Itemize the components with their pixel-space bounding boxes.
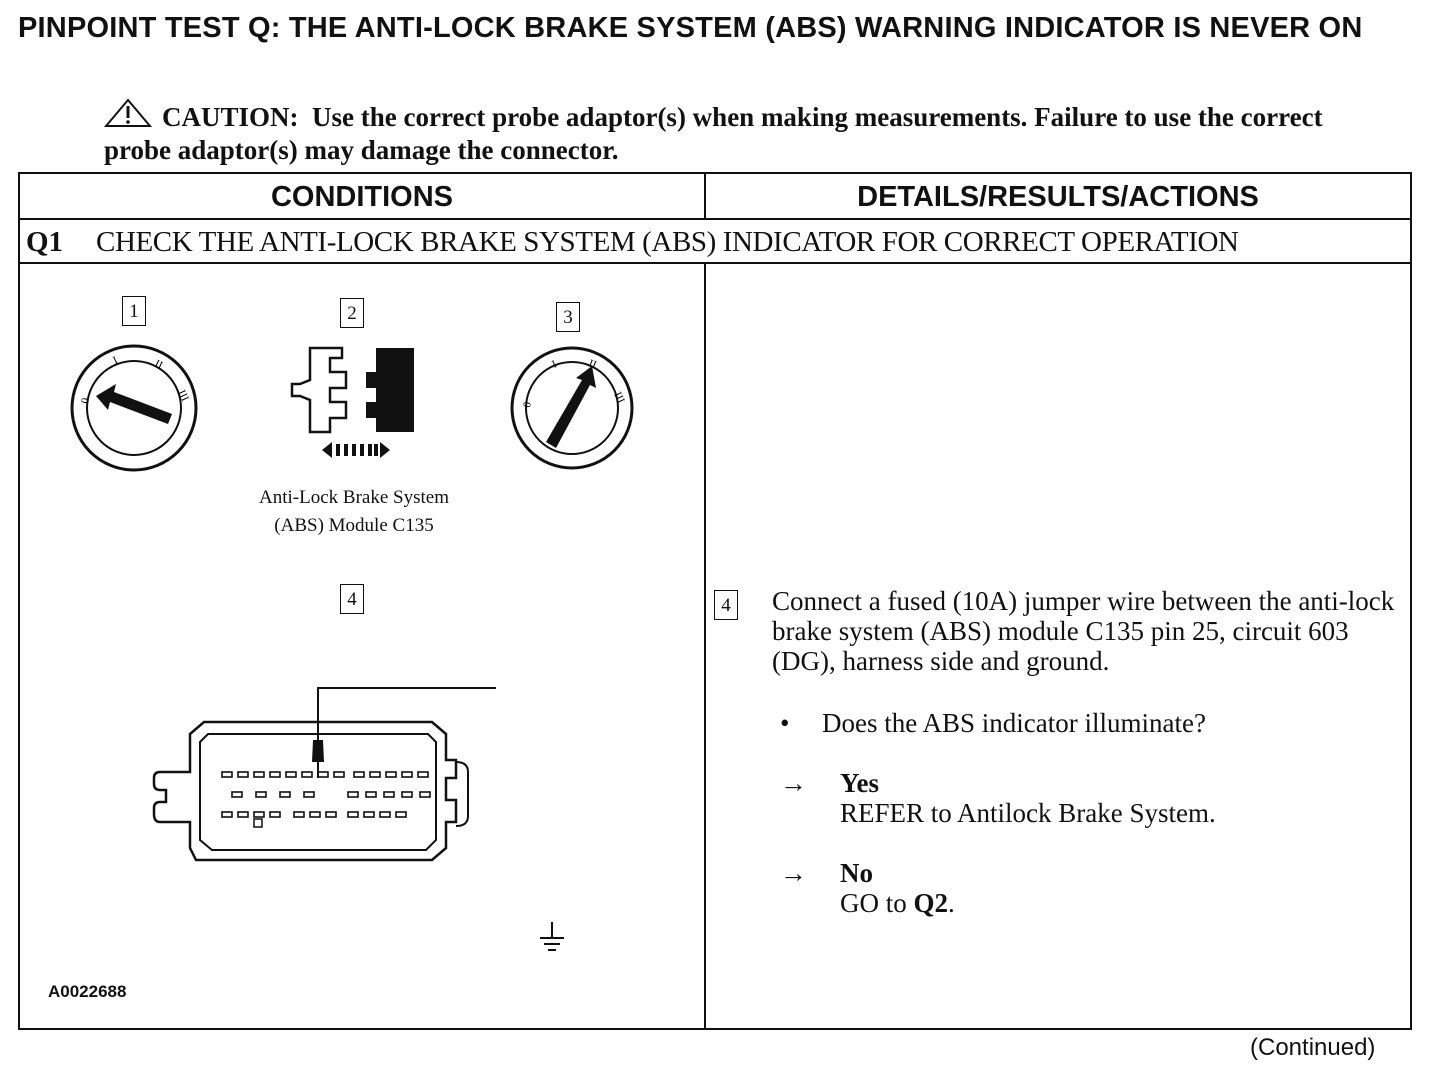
svg-text:I: I: [111, 354, 120, 367]
connector-disconnect-icon: [290, 346, 414, 458]
question-text: Does the ABS indicator illuminate?: [822, 708, 1206, 738]
step-box-2: 2: [340, 298, 364, 328]
ground-symbol-icon: [540, 922, 564, 951]
module-caption: Anti-Lock Brake System (ABS) Module C135: [234, 484, 474, 540]
figure-id: A0022688: [48, 982, 127, 1001]
ignition-switch-on-icon: 0 I II III: [510, 346, 634, 470]
step4-instruction: Connect a fused (10A) jumper wire betwee…: [772, 586, 1395, 676]
step-box-4: 4: [340, 584, 364, 614]
answer-no-prefix: GO to: [840, 888, 914, 918]
warning-triangle-icon: [103, 98, 153, 135]
arrow-right-icon: →: [780, 858, 807, 888]
abs-module-connector-diagram: [152, 687, 496, 862]
continued-note: (Continued): [1250, 1034, 1376, 1061]
header-details: DETAILS/RESULTS/ACTIONS: [857, 181, 1259, 213]
caution-note: CAUTION: Use the correct probe adaptor(s…: [103, 98, 1344, 166]
step-row: Q1 CHECK THE ANTI-LOCK BRAKE SYSTEM (ABS…: [20, 218, 1410, 264]
caution-label: CAUTION:: [162, 102, 299, 132]
module-caption-line2: (ABS) Module C135: [274, 515, 434, 536]
ignition-switch-off-icon: 0 I II III: [70, 344, 198, 472]
bullet-icon: •: [780, 708, 790, 738]
answer-yes-action: REFER to Antilock Brake System.: [840, 798, 1216, 828]
header-conditions: CONDITIONS: [20, 174, 706, 218]
answer-no-action: GO to Q2.: [840, 888, 955, 918]
answer-no-label: No: [840, 858, 873, 888]
step-box-3: 3: [556, 302, 580, 332]
diagnostic-table: CONDITIONS DETAILS/RESULTS/ACTIONS Q1 CH…: [18, 172, 1412, 1030]
svg-text:III: III: [175, 388, 191, 403]
svg-text:0: 0: [521, 401, 534, 409]
answer-yes-label: Yes: [840, 768, 879, 798]
question-item: • Does the ABS indicator illuminate?: [780, 708, 1206, 738]
arrow-right-icon: →: [780, 768, 807, 798]
caution-text: Use the correct probe adaptor(s) when ma…: [104, 102, 1323, 165]
module-caption-line1: Anti-Lock Brake System: [259, 487, 449, 508]
answer-no-target-link[interactable]: Q2: [913, 888, 949, 918]
svg-text:0: 0: [79, 397, 92, 405]
step-box-1: 1: [122, 296, 146, 326]
answer-no-suffix: .: [948, 888, 955, 918]
page-title: PINPOINT TEST Q: THE ANTI-LOCK BRAKE SYS…: [18, 12, 1363, 44]
step-id: Q1: [26, 226, 64, 258]
column-divider: [704, 262, 706, 1028]
step-title: CHECK THE ANTI-LOCK BRAKE SYSTEM (ABS) I…: [96, 226, 1239, 258]
detail-step-box-4: 4: [714, 590, 738, 620]
svg-text:I: I: [550, 358, 559, 371]
svg-text:III: III: [611, 390, 627, 405]
svg-text:II: II: [587, 358, 598, 372]
